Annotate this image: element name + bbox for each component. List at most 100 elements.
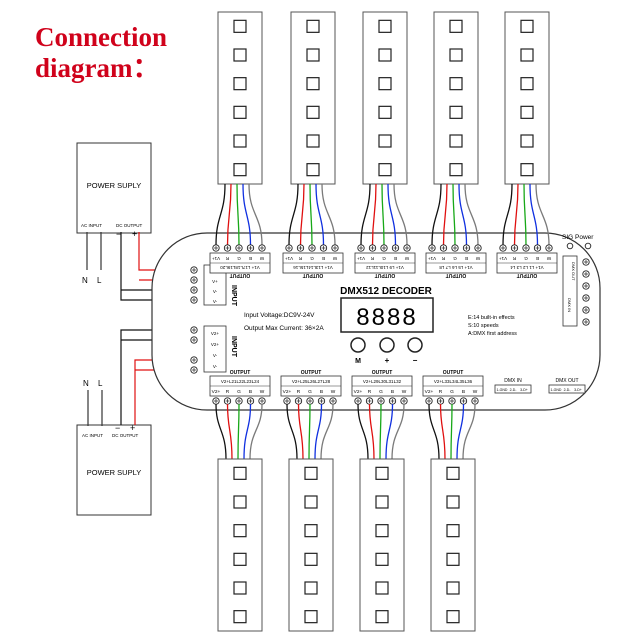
bottom-terminal-label: G xyxy=(379,389,383,395)
title-line-2: diagram： xyxy=(35,53,160,83)
led-chip xyxy=(233,19,247,33)
led-chip xyxy=(375,524,389,538)
dmx-in-pin-2: 2-D- xyxy=(510,388,518,392)
led-chip xyxy=(233,466,247,480)
top-output-screw xyxy=(235,244,243,252)
bottom-output-screw xyxy=(258,397,266,405)
sig-led xyxy=(566,242,574,250)
power-supply-top-plus: + xyxy=(132,229,137,239)
bottom-output-label: OUTPUT xyxy=(230,370,251,376)
top-terminal-label: W xyxy=(475,256,480,261)
led-chip xyxy=(449,134,463,148)
input-screws xyxy=(190,266,198,374)
side-dmx-in-label: DMX IN xyxy=(567,298,572,312)
led-chip xyxy=(375,552,389,566)
top-output-screw xyxy=(391,244,400,252)
bottom-output-screw xyxy=(294,397,303,405)
top-channel-label: V1+ L5 L6 L7 L8 xyxy=(439,265,473,270)
top-terminal-label: G xyxy=(237,256,241,261)
dmx-out-pin-3: 3-D+ xyxy=(574,388,582,392)
bottom-output-screw xyxy=(471,397,479,405)
plus-button[interactable] xyxy=(379,337,395,353)
led-chip xyxy=(449,163,463,177)
top-terminal-label: R xyxy=(225,256,229,261)
power-supply-top-l: L xyxy=(97,276,102,285)
led-chip xyxy=(449,19,463,33)
top-output-label: OUTPUT xyxy=(230,272,251,278)
led-chip xyxy=(378,163,392,177)
input-screw xyxy=(190,356,198,364)
top-output-label: OUTPUT xyxy=(375,272,396,278)
input-screw xyxy=(190,336,198,344)
top-output-screw xyxy=(533,244,542,252)
input2-t3: V- xyxy=(213,353,218,358)
bottom-terminal-label: G xyxy=(237,389,241,395)
led-chip xyxy=(233,610,247,624)
top-terminal-label: R xyxy=(298,256,302,261)
bottom-output-screw xyxy=(425,397,433,405)
decoder-current: Output Max Current: 36×2A xyxy=(244,325,324,332)
m-button[interactable] xyxy=(350,337,366,353)
bottom-terminal-label: G xyxy=(308,389,312,395)
power-supply-bottom-n: N xyxy=(83,379,89,388)
bottom-strip-2 xyxy=(288,458,334,632)
top-output-screw xyxy=(403,244,411,252)
bottom-output-label: OUTPUT xyxy=(443,370,464,376)
bottom-terminal-label: V2+ xyxy=(354,389,363,395)
bottom-terminal-label: W xyxy=(473,389,478,395)
top-output-screw xyxy=(428,244,436,252)
top-output-screw xyxy=(439,244,448,252)
power-supply-top-n: N xyxy=(82,276,88,285)
bottom-strip-3 xyxy=(359,458,405,632)
decoder-note-1: E:14 built-in effects xyxy=(468,315,515,321)
led-chip xyxy=(304,552,318,566)
top-output-screw xyxy=(319,244,328,252)
top-terminal-label: G xyxy=(524,256,528,261)
bottom-channel-label: V2+L29L30L31L32 xyxy=(363,379,402,384)
led-chip xyxy=(304,581,318,595)
bottom-output-screw xyxy=(459,397,468,405)
bottom-terminal-label: W xyxy=(402,389,407,395)
led-chip xyxy=(375,610,389,624)
led-chip xyxy=(375,495,389,509)
led-chip xyxy=(446,552,460,566)
power-supply-bottom-box xyxy=(76,424,152,516)
top-output-screw xyxy=(451,244,459,252)
led-chip xyxy=(520,134,534,148)
top-output-screw xyxy=(510,244,519,252)
power-led xyxy=(584,242,592,250)
top-terminal-label: W xyxy=(332,256,337,261)
led-chip xyxy=(446,466,460,480)
led-chip xyxy=(306,48,320,62)
led-chip xyxy=(446,581,460,595)
led-chip xyxy=(520,163,534,177)
led-chip xyxy=(375,466,389,480)
input-screw xyxy=(190,286,198,294)
led-chip xyxy=(378,134,392,148)
power-supply-bottom-dc-label: DC OUTPUT xyxy=(112,433,138,438)
bottom-output-screw xyxy=(223,397,232,405)
dmx-in-label: DMX IN xyxy=(504,378,522,384)
bottom-channel-label: V2+L33L34L35L36 xyxy=(434,379,473,384)
power-supply-top-label: POWER SUPLY xyxy=(87,181,141,190)
minus-button[interactable] xyxy=(407,337,423,353)
top-terminal-label: R xyxy=(441,256,445,261)
decoder-display-digits: 8888 xyxy=(356,304,417,331)
top-output-screw xyxy=(368,244,377,252)
input-screw xyxy=(190,276,198,284)
dmx-out-label: DMX OUT xyxy=(555,378,578,384)
led-chip xyxy=(378,77,392,91)
led-chip xyxy=(306,163,320,177)
m-button-label: M xyxy=(355,358,361,365)
bottom-strip-4 xyxy=(430,458,476,632)
bottom-terminal-label: V2+ xyxy=(283,389,292,395)
bottom-terminal-label: W xyxy=(331,389,336,395)
led-chip xyxy=(520,77,534,91)
bottom-channel-label: V2+L25L26L27L28 xyxy=(292,379,331,384)
top-terminal-label: V1+ xyxy=(212,256,221,261)
top-output-screw xyxy=(522,244,530,252)
